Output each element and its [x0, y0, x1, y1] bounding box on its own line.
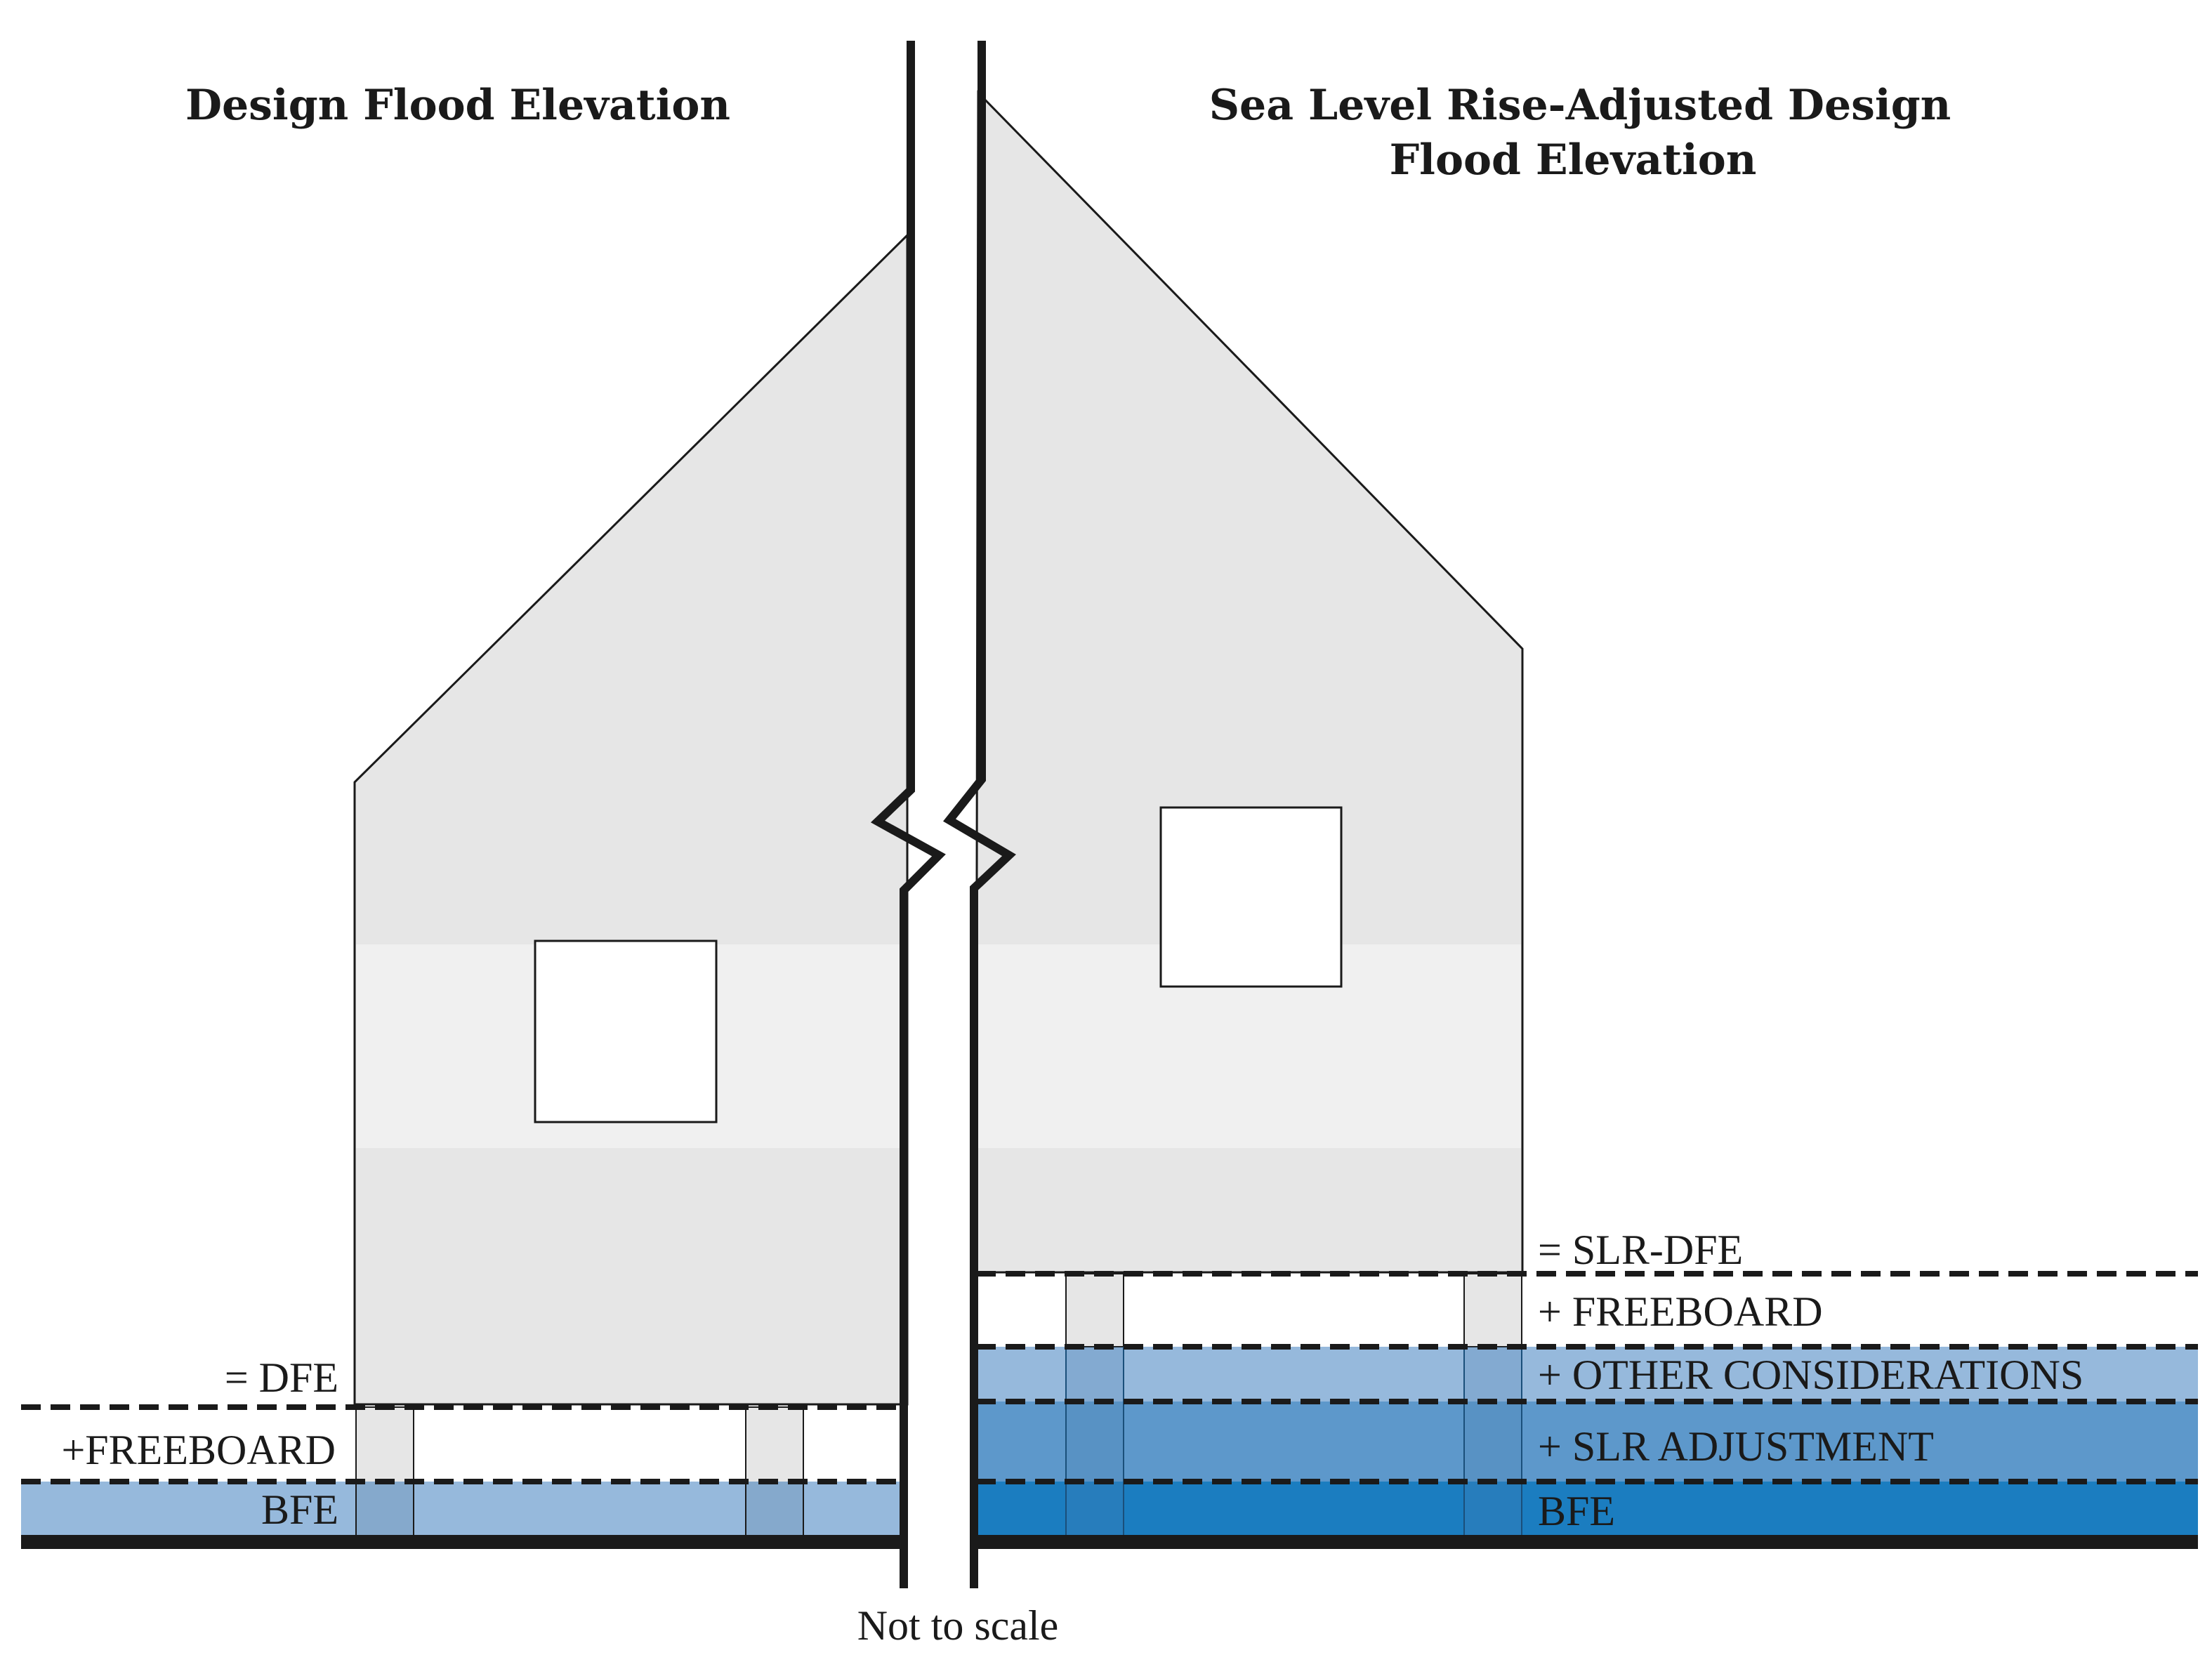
right-slr-dfe-label: = SLR-DFE — [1538, 1227, 1743, 1273]
left-window — [534, 939, 718, 1123]
right-freeboard-zone — [976, 1274, 2198, 1347]
right-slr-adjustment-zone — [976, 1402, 2198, 1482]
break-lines — [870, 41, 1016, 1588]
right-pier-1-submerged — [1067, 1347, 1123, 1535]
right-other-considerations-zone — [976, 1347, 2198, 1402]
left-freeboard-label: +FREEBOARD — [61, 1427, 336, 1473]
right-bfe-zone — [976, 1482, 2198, 1535]
right-freeboard-label: + FREEBOARD — [1538, 1288, 1823, 1335]
right-other-label: + OTHER CONSIDERATIONS — [1538, 1352, 2083, 1398]
not-to-scale-note: Not to scale — [857, 1602, 1059, 1649]
right-panel: Sea Level Rise-Adjusted Design Flood Ele… — [975, 81, 2198, 1549]
right-slr-adjustment-label: + SLR ADJUSTMENT — [1538, 1423, 1934, 1470]
right-pier-2-submerged — [1465, 1347, 1521, 1535]
left-piers — [355, 1406, 804, 1536]
left-house-body — [353, 232, 909, 1406]
left-ground-line — [21, 1535, 907, 1549]
left-panel: Design Flood Elevation = DFE +FREEBOARD … — [21, 81, 909, 1549]
right-ground-line — [976, 1535, 2198, 1549]
break-line-left — [870, 41, 946, 1588]
right-title-line-2: Flood Elevation — [1390, 136, 1757, 185]
right-pier-2 — [1463, 1273, 1522, 1347]
break-line-right — [943, 41, 1016, 1588]
left-pier-1-submerged — [357, 1482, 413, 1535]
left-pier-2-submerged — [746, 1482, 803, 1535]
right-bfe-label: BFE — [1538, 1488, 1615, 1534]
right-title-line-1: Sea Level Rise-Adjusted Design — [1209, 81, 1951, 130]
left-bfe-label: BFE — [261, 1486, 338, 1533]
right-piers — [1065, 1273, 1522, 1535]
left-dfe-label: = DFE — [225, 1354, 338, 1401]
right-pier-1 — [1065, 1273, 1124, 1347]
left-title: Design Flood Elevation — [185, 81, 730, 130]
right-window — [1159, 806, 1343, 988]
